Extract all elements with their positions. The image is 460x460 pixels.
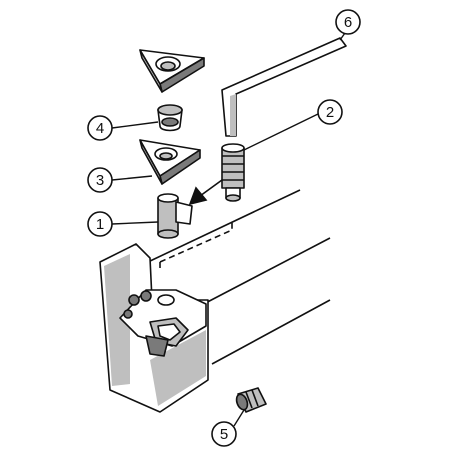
set-screw-thread-2 [251,389,259,407]
tool-holder [99,189,331,413]
leader-line-4 [111,121,159,129]
callout-label-2: 2 [326,104,334,121]
pin-shaft [157,197,179,235]
leader-line-5 [233,409,245,427]
shank-mid-edge [195,237,331,309]
holder-head-bottom-shade [150,330,206,406]
pin-lever [175,201,193,225]
callout-2: 2 [243,99,343,151]
leader-line-2 [243,113,319,151]
face-hole-2 [140,290,152,302]
insert-left-face [139,49,163,93]
pin-hole [157,294,175,306]
insert-seat-highlight [157,323,181,341]
callout-3: 3 [87,167,153,193]
callout-4: 4 [87,115,159,141]
callout-circle-6 [335,9,361,35]
callout-label-4: 4 [96,120,104,137]
face-hole-3 [123,309,133,319]
part-5-set-screw [235,387,267,413]
holder-head-side-shade [104,254,130,386]
insert-hole-inner [160,61,176,71]
part-1-pin [157,193,193,239]
screw-thread [221,147,245,189]
callout-circle-1 [87,211,113,237]
leader-line-3 [111,175,153,181]
pin-top [157,193,179,203]
pin-bottom [157,229,179,239]
cutting-insert [139,49,205,93]
set-screw-thread-1 [245,391,253,409]
shank-top-edge [147,189,301,263]
face-hole-1 [128,294,140,306]
clamp-top [157,104,183,116]
part-4-clamp [157,104,183,132]
callout-circle-4 [87,115,113,141]
leader-line-1 [111,221,159,225]
callout-1: 1 [87,211,159,237]
set-screw-end [235,393,249,411]
pocket-dashed-line [159,222,233,263]
callout-6: 6 [335,9,361,41]
assembly-arrow [188,179,223,206]
callout-circle-2 [317,99,343,125]
shim-left-face [139,139,163,185]
callout-label-5: 5 [220,426,228,443]
callout-5: 5 [211,409,245,447]
part-3-shim [139,139,201,185]
callout-circle-3 [87,167,113,193]
shim-hole-inner [159,152,173,160]
callout-label-1: 1 [96,216,104,233]
part-2-screw [221,143,245,202]
hex-key-shade [230,94,236,136]
arrow-shaft [199,179,223,197]
callout-circle-5 [211,421,237,447]
callout-label-6: 6 [344,14,352,31]
screw-top [221,143,245,153]
screw-bottom [225,194,241,202]
callout-label-3: 3 [96,172,104,189]
clamp-ring [161,117,179,127]
clamp-wedge [145,335,169,357]
part-6-hex-key [221,37,347,137]
arrow-head [188,186,208,206]
shank-bottom-edge [211,299,331,365]
